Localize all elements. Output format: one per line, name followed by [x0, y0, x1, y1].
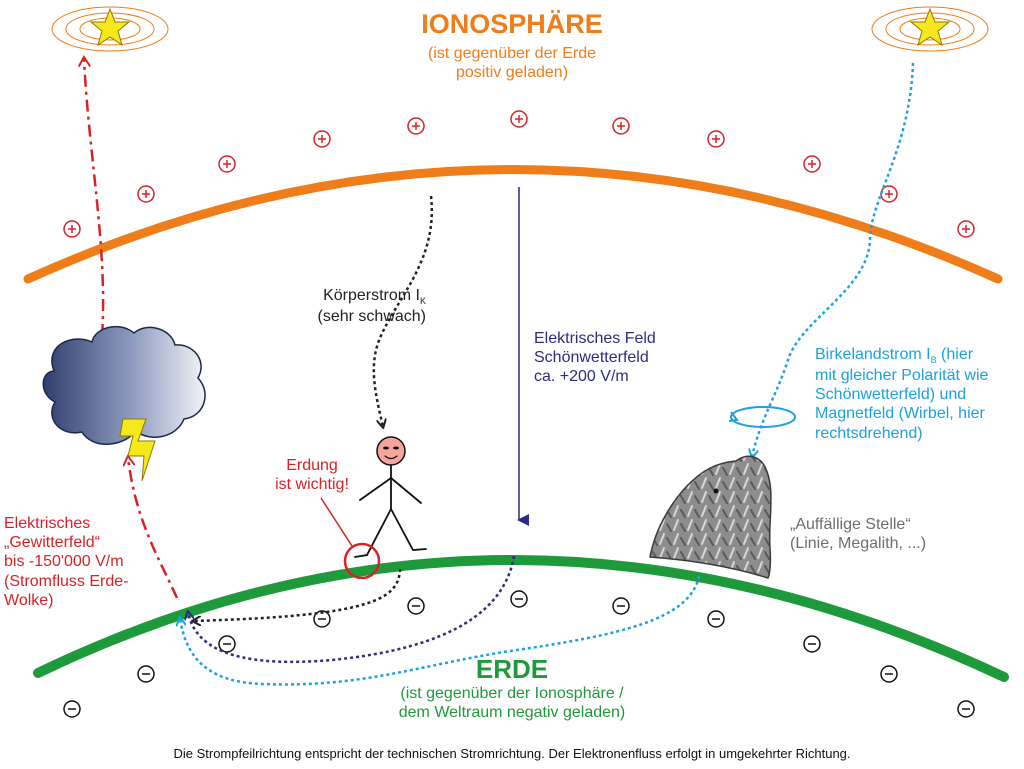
- negative-charge-icon: [137, 665, 155, 683]
- grounding-label: Erdung ist wichtig!: [275, 457, 349, 494]
- negative-charge-icon: [707, 610, 725, 628]
- ionosphere-band: [23, 165, 1003, 284]
- star-left-icon: [51, 6, 169, 52]
- thundercloud-icon: [42, 325, 206, 482]
- storm-current-lower-arrow: [128, 457, 179, 599]
- body-current-arrow: [372, 195, 434, 427]
- magnetic-vortex-icon: [730, 406, 796, 428]
- negative-charge-icon: [407, 597, 425, 615]
- storm-current-upper-arrow: [84, 58, 105, 337]
- positive-charge-icon: [612, 117, 630, 135]
- body-current-note: (sehr schwach): [317, 307, 426, 325]
- positive-charge-icon: [803, 155, 821, 173]
- birkeland-subscript: B: [930, 355, 937, 366]
- grounding-pointer-line: [320, 497, 353, 547]
- positive-charges: [63, 110, 975, 238]
- negative-charge-icon: [880, 665, 898, 683]
- storm-field-label: Elektrisches „Gewitterfeld“ bis -150'000…: [4, 515, 129, 609]
- person-head: [376, 436, 406, 466]
- star-right-icon: [871, 6, 989, 52]
- positive-charge-icon: [137, 185, 155, 203]
- birkeland-current-arrow: [752, 62, 915, 457]
- footer-note: Die Strompfeilrichtung entspricht der te…: [173, 746, 851, 761]
- positive-charge-icon: [313, 130, 331, 148]
- ionosphere-subtitle: (ist gegenüber der Erde positiv geladen): [427, 45, 597, 82]
- body-current-return-arrow: [193, 568, 402, 621]
- positive-charge-icon: [63, 220, 81, 238]
- fair-weather-field-label: Elektrisches Feld Schönwetterfeld ca. +2…: [534, 330, 656, 386]
- negative-charge-icon: [612, 597, 630, 615]
- earth-subtitle: (ist gegenüber der Ionosphäre / dem Welt…: [398, 685, 626, 722]
- field-current-return-arrow: [188, 555, 516, 664]
- body-current-label: Körperstrom IK(sehr schwach): [226, 286, 426, 326]
- positive-charge-icon: [510, 110, 528, 128]
- positive-charge-icon: [407, 117, 425, 135]
- negative-charges: [63, 590, 975, 718]
- negative-charge-icon: [63, 700, 81, 718]
- body-current-label-text: Körperstrom I: [323, 287, 420, 304]
- positive-charge-icon: [707, 130, 725, 148]
- positive-charge-icon: [218, 155, 236, 173]
- birkeland-current-label: Birkelandstrom IB (hier mit gleicher Pol…: [815, 345, 1024, 443]
- earth-title: ERDE: [475, 654, 549, 684]
- ionosphere-title: IONOSPHÄRE: [421, 9, 603, 39]
- body-current-subscript: K: [419, 296, 426, 307]
- birkeland-current-return-arrow: [180, 575, 701, 686]
- negative-charge-icon: [510, 590, 528, 608]
- positive-charge-icon: [880, 185, 898, 203]
- notable-place-label: „Auffällige Stelle“ (Linie, Megalith, ..…: [790, 516, 927, 553]
- megalith-icon: [649, 455, 772, 579]
- lightning-bolt-icon: [119, 418, 156, 482]
- grounding-highlight-circle: [343, 542, 381, 580]
- stick-figure-person: [354, 436, 427, 558]
- negative-charge-icon: [957, 700, 975, 718]
- birkeland-label-rest: (hier mit gleicher Polarität wie Schönwe…: [815, 346, 989, 442]
- negative-charge-icon: [803, 635, 821, 653]
- birkeland-label-line1: Birkelandstrom I: [815, 346, 931, 363]
- negative-charge-icon: [313, 610, 331, 628]
- positive-charge-icon: [957, 220, 975, 238]
